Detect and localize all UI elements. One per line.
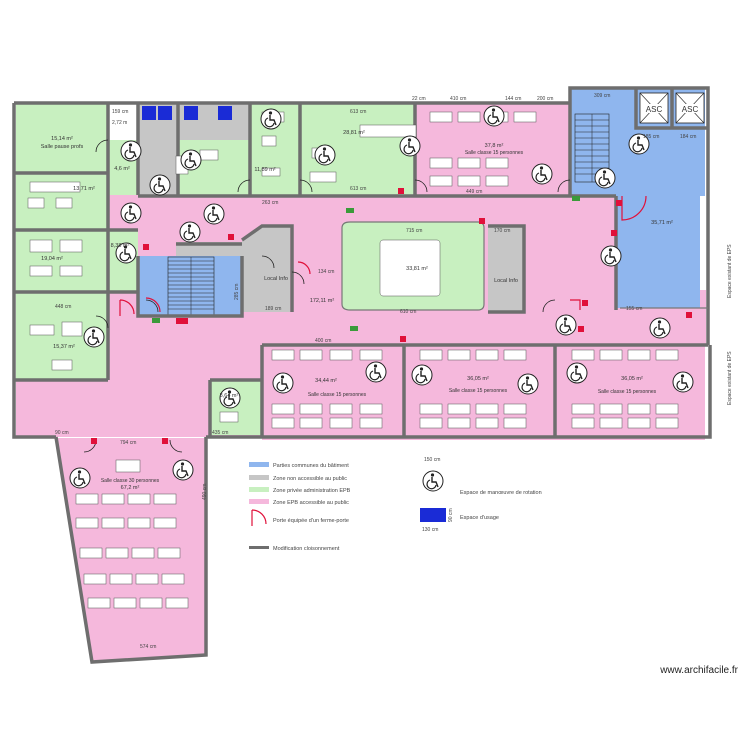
usage-space-2 [158, 106, 172, 120]
legend-swatch-wall [249, 546, 269, 549]
room-34-44-name: Salle classe 15 personnes [308, 392, 367, 398]
common-right-mid [616, 196, 700, 308]
dim-189: 189 cm [265, 306, 281, 312]
stairs-left [167, 256, 215, 316]
watermark: www.archifacile.fr [659, 665, 738, 676]
elevator-1 [639, 92, 669, 124]
legend-swatch-admin [249, 487, 269, 492]
dim-263: 263 cm [262, 200, 278, 206]
room-36-05a-area: 36,05 m² [467, 376, 489, 382]
legend-swatch-restricted [249, 475, 269, 480]
room-172-11-area: 172,11 m² [310, 298, 335, 304]
room-67-2-area: 67,2 m² [121, 485, 140, 491]
legend: Parties communes du bâtiment Zone non ac… [249, 457, 542, 552]
room-36-05a-name: Salle classe 15 personnes [449, 388, 508, 394]
usage-space-1 [142, 106, 156, 120]
elevator-2 [675, 92, 705, 124]
dimension-labels: 159 cm 2,72 m 613 cm 22 cm 410 cm 144 cm… [55, 93, 696, 650]
legend-public-label: Zone EPB accessible au public [273, 500, 349, 506]
exit-markers [91, 188, 692, 444]
room-13-71-area: 13,71 m² [73, 186, 95, 192]
dim-200: 200 cm [537, 96, 553, 102]
admin-salle-pause [16, 103, 108, 173]
dim-170: 170 cm [494, 228, 510, 234]
room-11-89-area: 11,89 m² [254, 167, 275, 173]
room-35-71-area: 35,71 m² [651, 220, 673, 226]
usage-space-3 [184, 106, 198, 120]
room-67-2-name: Salle classe 30 personnes [101, 478, 160, 484]
dim-490: 490 cm [202, 484, 208, 500]
salle-pause-area: 15,14 m² [51, 136, 73, 142]
dim-144: 144 cm [505, 96, 521, 102]
room-8-38-area: 8,38 m² [111, 243, 130, 249]
dim-613b: 613 cm [350, 186, 366, 192]
dim-90: 90 cm [55, 430, 69, 436]
eps-label-top: Espace existant de EPS [727, 244, 733, 298]
legend-fire-door-label: Porte équipée d'un ferme-porte [273, 518, 349, 524]
dim-400: 400 cm [315, 338, 331, 344]
local-info-1-floor [242, 226, 290, 312]
legend-usage-label: Espace d'usage [460, 515, 499, 521]
room-34-44-area: 34,44 m² [315, 378, 337, 384]
doors [83, 139, 571, 453]
dim-574: 574 cm [140, 644, 156, 650]
local-info-1-name: Local Info [264, 276, 288, 282]
eps-label-bottom: Espace existant de EPS [727, 351, 733, 405]
fire-doors [119, 195, 647, 316]
local-info-2-floor [488, 226, 524, 312]
dim-613a: 613 cm [350, 109, 366, 115]
usage-space-4 [218, 106, 232, 120]
legend-common-label: Parties communes du bâtiment [273, 463, 349, 469]
dim-185b: 184 cm [680, 134, 696, 140]
dim-285: 285 cm [234, 284, 240, 300]
room-37-8-name: Salle classe 15 personnes [465, 150, 524, 156]
dim-159: 159 cm [112, 109, 128, 115]
legend-dim-130: 130 cm [422, 527, 438, 533]
dim-134: 134 cm [318, 269, 334, 275]
legend-dim-90: 90 cm [448, 508, 454, 522]
room-28-81-area: 28,81 m² [343, 130, 365, 136]
legend-admin-label: Zone privée administration EPB [273, 488, 351, 494]
dim-155: 155 cm [626, 306, 642, 312]
room-4-6-area: 4,6 m² [114, 166, 130, 172]
dim-610: 610 cm [400, 309, 416, 315]
local-info-2-name: Local Info [494, 278, 518, 284]
legend-wall-label: Modification cloisonnement [273, 546, 340, 552]
asc2-label: ASC [682, 105, 699, 114]
dim-272: 2,72 m [112, 120, 127, 126]
dim-22: 22 cm [412, 96, 426, 102]
green-markers [152, 196, 580, 331]
room-8-64-area: 8,64 m² [220, 393, 239, 399]
legend-usage-swatch [420, 508, 446, 522]
legend-dim-150: 150 cm [424, 457, 440, 463]
room-37-8-area: 37,8 m² [485, 143, 504, 149]
admin-448 [16, 292, 108, 312]
asc1-label: ASC [646, 105, 663, 114]
dim-794: 794 cm [120, 440, 136, 446]
room-33-81-area: 33,81 m² [406, 266, 428, 272]
dim-435: 435 cm [212, 430, 228, 436]
walls [12, 86, 712, 664]
salle-pause-name: Salle pause profs [41, 144, 84, 150]
dim-448: 448 cm [55, 304, 71, 310]
room-19-04-area: 19,04 m² [41, 256, 63, 262]
room-36-05b-name: Salle classe 15 personnes [598, 389, 657, 395]
dim-449: 449 cm [466, 189, 482, 195]
legend-fire-door-icon [251, 509, 267, 526]
dim-715: 715 cm [406, 228, 422, 234]
legend-rotation-label: Espace de manœuvre de rotation [460, 490, 542, 496]
dim-185a: 185 cm [643, 134, 659, 140]
room-15-37-area: 15,37 m² [53, 344, 75, 350]
legend-restricted-label: Zone non accessible au public [273, 476, 347, 482]
room-36-05b-area: 36,05 m² [621, 376, 643, 382]
legend-swatch-common [249, 462, 269, 467]
legend-swatch-public [249, 499, 269, 504]
dim-410: 410 cm [450, 96, 466, 102]
dim-309: 309 cm [594, 93, 610, 99]
admin-8-64 [210, 380, 262, 435]
